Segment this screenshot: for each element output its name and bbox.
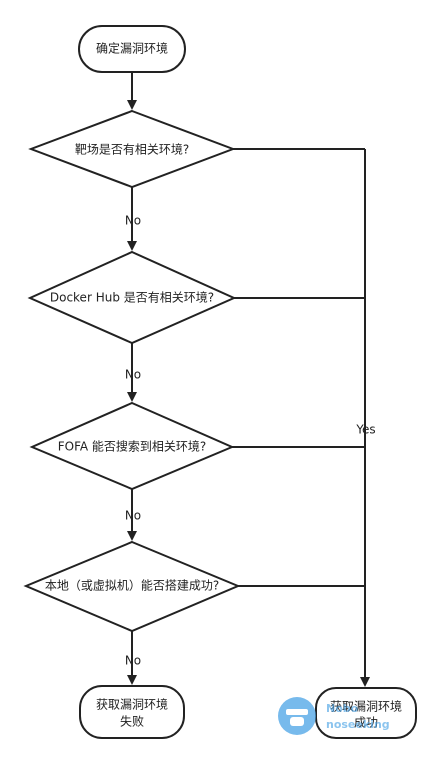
decision-q3	[29, 401, 235, 491]
start-label: 确定漏洞环境	[96, 41, 168, 56]
decision-q3-label: FOFA 能否搜索到相关环境?	[58, 439, 207, 454]
fail-label-line1: 获取漏洞环境	[96, 697, 168, 712]
decision-q1	[28, 109, 236, 189]
watermark-text-1: Nobo	[326, 702, 359, 715]
edge-label-no-2: No	[125, 368, 141, 382]
decision-q1-label: 靶场是否有相关环境?	[75, 142, 189, 157]
success-label-line1: 获取漏洞环境	[330, 699, 402, 714]
edge-label-no-3: No	[125, 509, 141, 523]
decision-q2-label: Docker Hub 是否有相关环境?	[50, 290, 214, 305]
fail-node	[79, 685, 185, 739]
fail-label-line2: 失败	[120, 714, 144, 729]
watermark: Nobo noseeking	[278, 697, 390, 735]
decision-q4	[23, 540, 241, 633]
watermark-text-2: noseeking	[326, 718, 390, 731]
watermark-logo-icon	[278, 697, 316, 735]
decision-q4-label: 本地（或虚拟机）能否搭建成功?	[45, 579, 219, 593]
edge-label-yes: Yes	[355, 423, 375, 437]
decision-q2	[27, 250, 237, 345]
success-label-line2: 成功	[354, 716, 378, 730]
edge-label-no-4: No	[125, 654, 141, 668]
start-node	[78, 25, 186, 73]
edge-label-no-1: No	[125, 214, 141, 228]
success-node	[315, 687, 417, 739]
